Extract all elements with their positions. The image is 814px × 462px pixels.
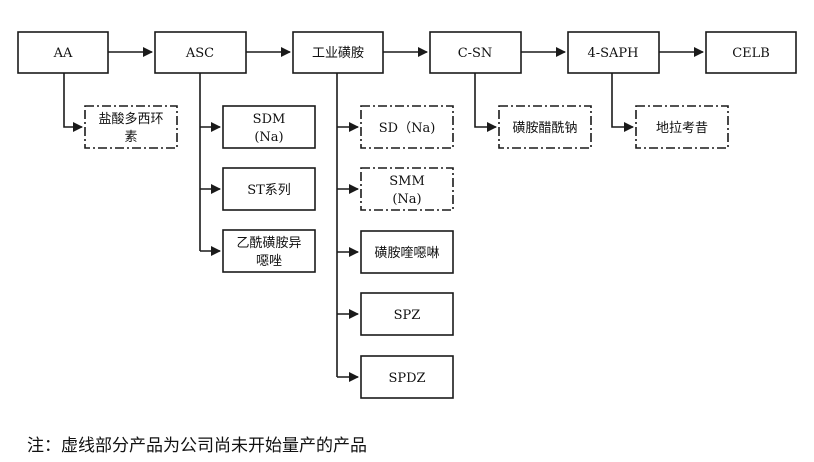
product-sulfaquinoxaline-label: 磺胺喹噁啉 <box>374 246 439 261</box>
product-sdm-na: SDM (Na) <box>222 105 316 149</box>
node-4-saph-label: 4-SAPH <box>587 46 638 61</box>
product-smm-label-line2: (Na) <box>392 192 421 207</box>
product-celecoxib: 地拉考昔 <box>635 105 729 149</box>
product-sulfaquinoxaline: 磺胺喹噁啉 <box>360 230 454 274</box>
node-industrial-sulfonamide-label: 工业磺胺 <box>312 46 364 61</box>
product-spdz-label: SPDZ <box>388 371 425 386</box>
node-asc: ASC <box>154 31 247 74</box>
node-celb: CELB <box>705 31 797 74</box>
node-4-saph: 4-SAPH <box>567 31 660 74</box>
branch-arrows <box>63 73 634 382</box>
product-st-series-label: ST系列 <box>247 183 291 198</box>
node-csn-label: C-SN <box>458 46 493 61</box>
product-sd-na-label: SD（Na) <box>379 121 436 136</box>
product-acetyl-label-line1: 乙酰磺胺异 <box>236 236 301 251</box>
product-celecoxib-label: 地拉考昔 <box>656 121 708 136</box>
product-sulfacetamide-sodium: 磺胺醋酰钠 <box>498 105 592 149</box>
product-salt-doxycycline-label-line1: 盐酸多西环 <box>98 111 163 127</box>
footnote: 注：虚线部分产品为公司尚未开始量产的产品 <box>27 436 367 456</box>
product-smm-na: SMM (Na) <box>360 167 454 211</box>
product-sulfacetamide-sodium-label: 磺胺醋酰钠 <box>512 120 577 136</box>
product-acetyl-label-line2: 噁唑 <box>256 253 282 269</box>
product-acetyl-sulfisoxazole: 乙酰磺胺异 噁唑 <box>222 229 316 273</box>
node-celb-label: CELB <box>732 46 770 61</box>
product-smm-label-line1: SMM <box>389 174 425 189</box>
product-salt-doxycycline: 盐酸多西环 素 <box>84 105 178 149</box>
node-csn: C-SN <box>429 31 522 74</box>
node-industrial-sulfonamide: 工业磺胺 <box>292 31 384 74</box>
product-spz-label: SPZ <box>394 308 421 323</box>
node-asc-label: ASC <box>185 46 214 61</box>
product-spz: SPZ <box>360 292 454 336</box>
node-aa: AA <box>17 31 109 74</box>
product-sdm-label-line1: SDM <box>253 112 286 127</box>
product-st-series: ST系列 <box>222 167 316 211</box>
product-sdm-label-line2: (Na) <box>254 130 283 145</box>
product-sd-na: SD（Na) <box>360 105 454 149</box>
product-spdz: SPDZ <box>360 355 454 399</box>
node-aa-label: AA <box>53 46 73 61</box>
product-salt-doxycycline-label-line2: 素 <box>124 130 137 145</box>
